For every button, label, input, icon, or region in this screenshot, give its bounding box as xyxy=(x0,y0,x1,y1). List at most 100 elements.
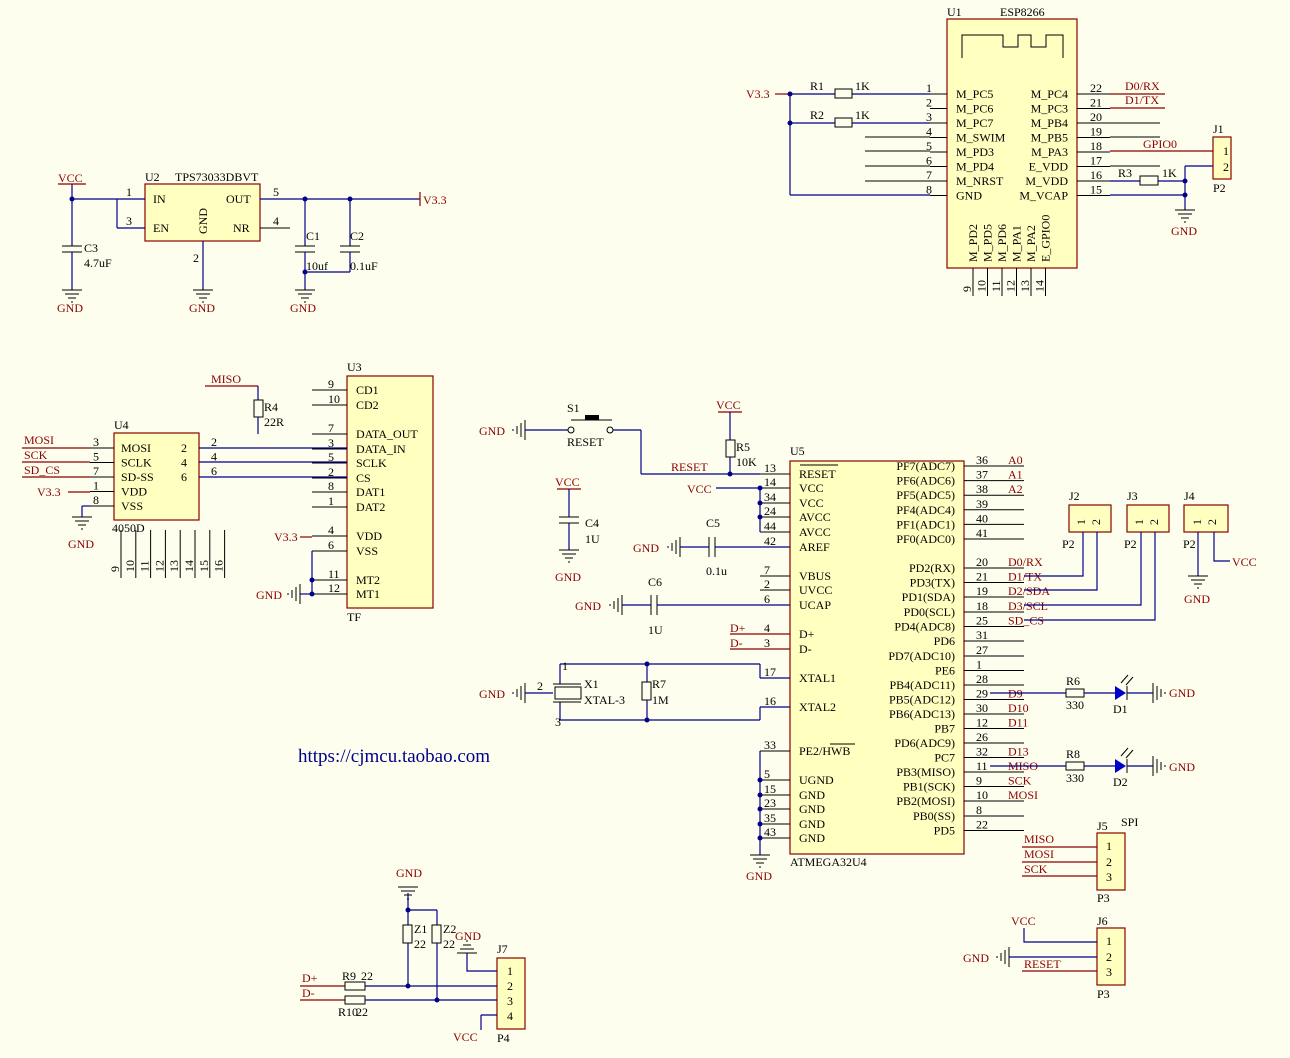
r4-ref: R4 xyxy=(264,400,278,414)
u5-pin-name: PF7(ADC7) xyxy=(896,459,955,473)
j5-ref: J5 xyxy=(1097,819,1108,833)
u5-pin-name: PD4(ADC8) xyxy=(894,620,955,634)
j1-pin1: 1 xyxy=(1223,144,1229,158)
z1-value: 22 xyxy=(414,937,426,951)
u3-pin-number: 2 xyxy=(328,465,334,479)
ground-icon xyxy=(996,946,1010,968)
u2-gnd-label-1: GND xyxy=(57,301,83,315)
r8-ref: R8 xyxy=(1066,747,1080,761)
u5-pin-name: PF4(ADC4) xyxy=(896,503,955,517)
x1-ref: X1 xyxy=(584,677,599,691)
s1-value: RESET xyxy=(567,435,604,449)
u1-pin-name: M_PD6 xyxy=(995,224,1009,262)
u5-pin-name: PD5 xyxy=(934,824,955,838)
u4-pin-number: 5 xyxy=(93,450,99,464)
c6-value: 1U xyxy=(648,623,663,637)
u5-pin-name: D+ xyxy=(799,627,815,641)
j1-ref: J1 xyxy=(1213,122,1224,136)
j4-connector xyxy=(1183,504,1229,533)
u1-pin-name: E_GPIO0 xyxy=(1039,215,1053,262)
j7-pin4: 4 xyxy=(507,1009,513,1023)
u4-pin-number: 16 xyxy=(212,560,226,572)
u5-pin-number: 9 xyxy=(976,774,982,788)
ground-icon xyxy=(667,536,681,558)
r9-resistor xyxy=(344,981,366,991)
u5-pin-number: 11 xyxy=(976,759,988,773)
r3-resistor xyxy=(1139,175,1159,186)
u5-net-label: D0/RX xyxy=(1008,555,1043,569)
source-url[interactable]: https://cjmcu.taobao.com xyxy=(298,746,490,767)
j1-value: P2 xyxy=(1213,181,1226,195)
u1-pin-name: M_PC7 xyxy=(956,116,993,130)
j6-pin2: 2 xyxy=(1106,950,1112,964)
j6-header: J6 P3 1 2 3 VCC GND RESET xyxy=(963,914,1126,1001)
r4-value: 22R xyxy=(264,415,284,429)
u5-pin-number: 20 xyxy=(976,555,988,569)
wire xyxy=(1024,532,1084,577)
u3-pin-name: DATA_IN xyxy=(356,442,406,456)
u5-pin-name: VCC xyxy=(799,496,824,510)
u5-pin-number: 41 xyxy=(976,526,988,540)
j7-net-dm: D- xyxy=(302,986,315,1000)
junction xyxy=(787,91,793,97)
j7-gnd-label-2: GND xyxy=(455,929,481,943)
u5-pin-name: PF1(ADC1) xyxy=(896,517,955,531)
j5-value: P3 xyxy=(1097,891,1110,905)
j5-pin2: 2 xyxy=(1106,855,1112,869)
s1-gnd-label: GND xyxy=(479,424,505,438)
u4-pin-number: 8 xyxy=(93,493,99,507)
u5-pin-name: AREF xyxy=(799,540,830,554)
wire xyxy=(1024,532,1098,591)
u1-pin-number: 4 xyxy=(926,125,932,139)
u4-pin-number: 14 xyxy=(182,560,196,572)
r1-resistor xyxy=(834,88,853,99)
x1-pin1: 1 xyxy=(562,659,568,673)
j4-gnd-label: GND xyxy=(1184,592,1210,606)
u5-pin-number: 7 xyxy=(764,563,770,577)
u5-pin-number: 2 xyxy=(764,577,770,591)
u5-pin-name: PB4(ADC11) xyxy=(889,678,955,692)
u5-pin-number: 25 xyxy=(976,614,988,628)
junction xyxy=(347,196,353,202)
u3-ref: U3 xyxy=(347,360,362,374)
u4-value: 4050D xyxy=(112,521,145,535)
u5-pin-number: 23 xyxy=(764,796,776,810)
u4-ref: U4 xyxy=(114,418,129,432)
junction xyxy=(434,997,440,1003)
j6-pin3: 3 xyxy=(1106,965,1112,979)
r1-value: 1K xyxy=(855,79,870,93)
u5-pin-number: 1 xyxy=(976,658,982,672)
u5-pin-name: GND xyxy=(799,831,825,845)
j3-ref: J3 xyxy=(1127,489,1138,503)
ground-icon xyxy=(1152,682,1166,704)
r2-ref: R2 xyxy=(810,108,824,122)
j5-net-sck: SCK xyxy=(1024,862,1048,876)
u5-net-label: D2/SDA xyxy=(1008,584,1050,598)
u2-vcc-label: VCC xyxy=(58,171,83,185)
u3-miso-label: MISO xyxy=(211,372,241,386)
u5-name: ATMEGA32U4 xyxy=(790,855,867,869)
u5-net-label: A0 xyxy=(1008,453,1023,467)
u3-pin-name: MT1 xyxy=(356,587,380,601)
u5-pin-name: PE2/HWB xyxy=(799,744,850,758)
u1-name: ESP8266 xyxy=(1000,5,1045,19)
j7-vcc-label: VCC xyxy=(453,1030,478,1044)
u4-net-mosi: MOSI xyxy=(24,433,54,447)
u1-pin-number: 17 xyxy=(1090,154,1102,168)
u4-vdd-label: V3.3 xyxy=(37,485,61,499)
u1-pin-name: M_PC3 xyxy=(1031,102,1068,116)
u1-pin-number: 18 xyxy=(1090,139,1102,153)
u4-pin-number: 10 xyxy=(123,560,137,572)
u3-value: TF xyxy=(347,610,361,624)
u5-pin-number: 34 xyxy=(764,490,776,504)
j1-pin2: 2 xyxy=(1223,160,1229,174)
u1-pin-number: 10 xyxy=(975,280,989,292)
j6-value: P3 xyxy=(1097,987,1110,1001)
z1-ref: Z1 xyxy=(414,922,427,936)
r10-resistor xyxy=(344,995,366,1005)
u5-pin-number: 40 xyxy=(976,511,988,525)
u1-pin-name: M_PB5 xyxy=(1031,131,1068,145)
